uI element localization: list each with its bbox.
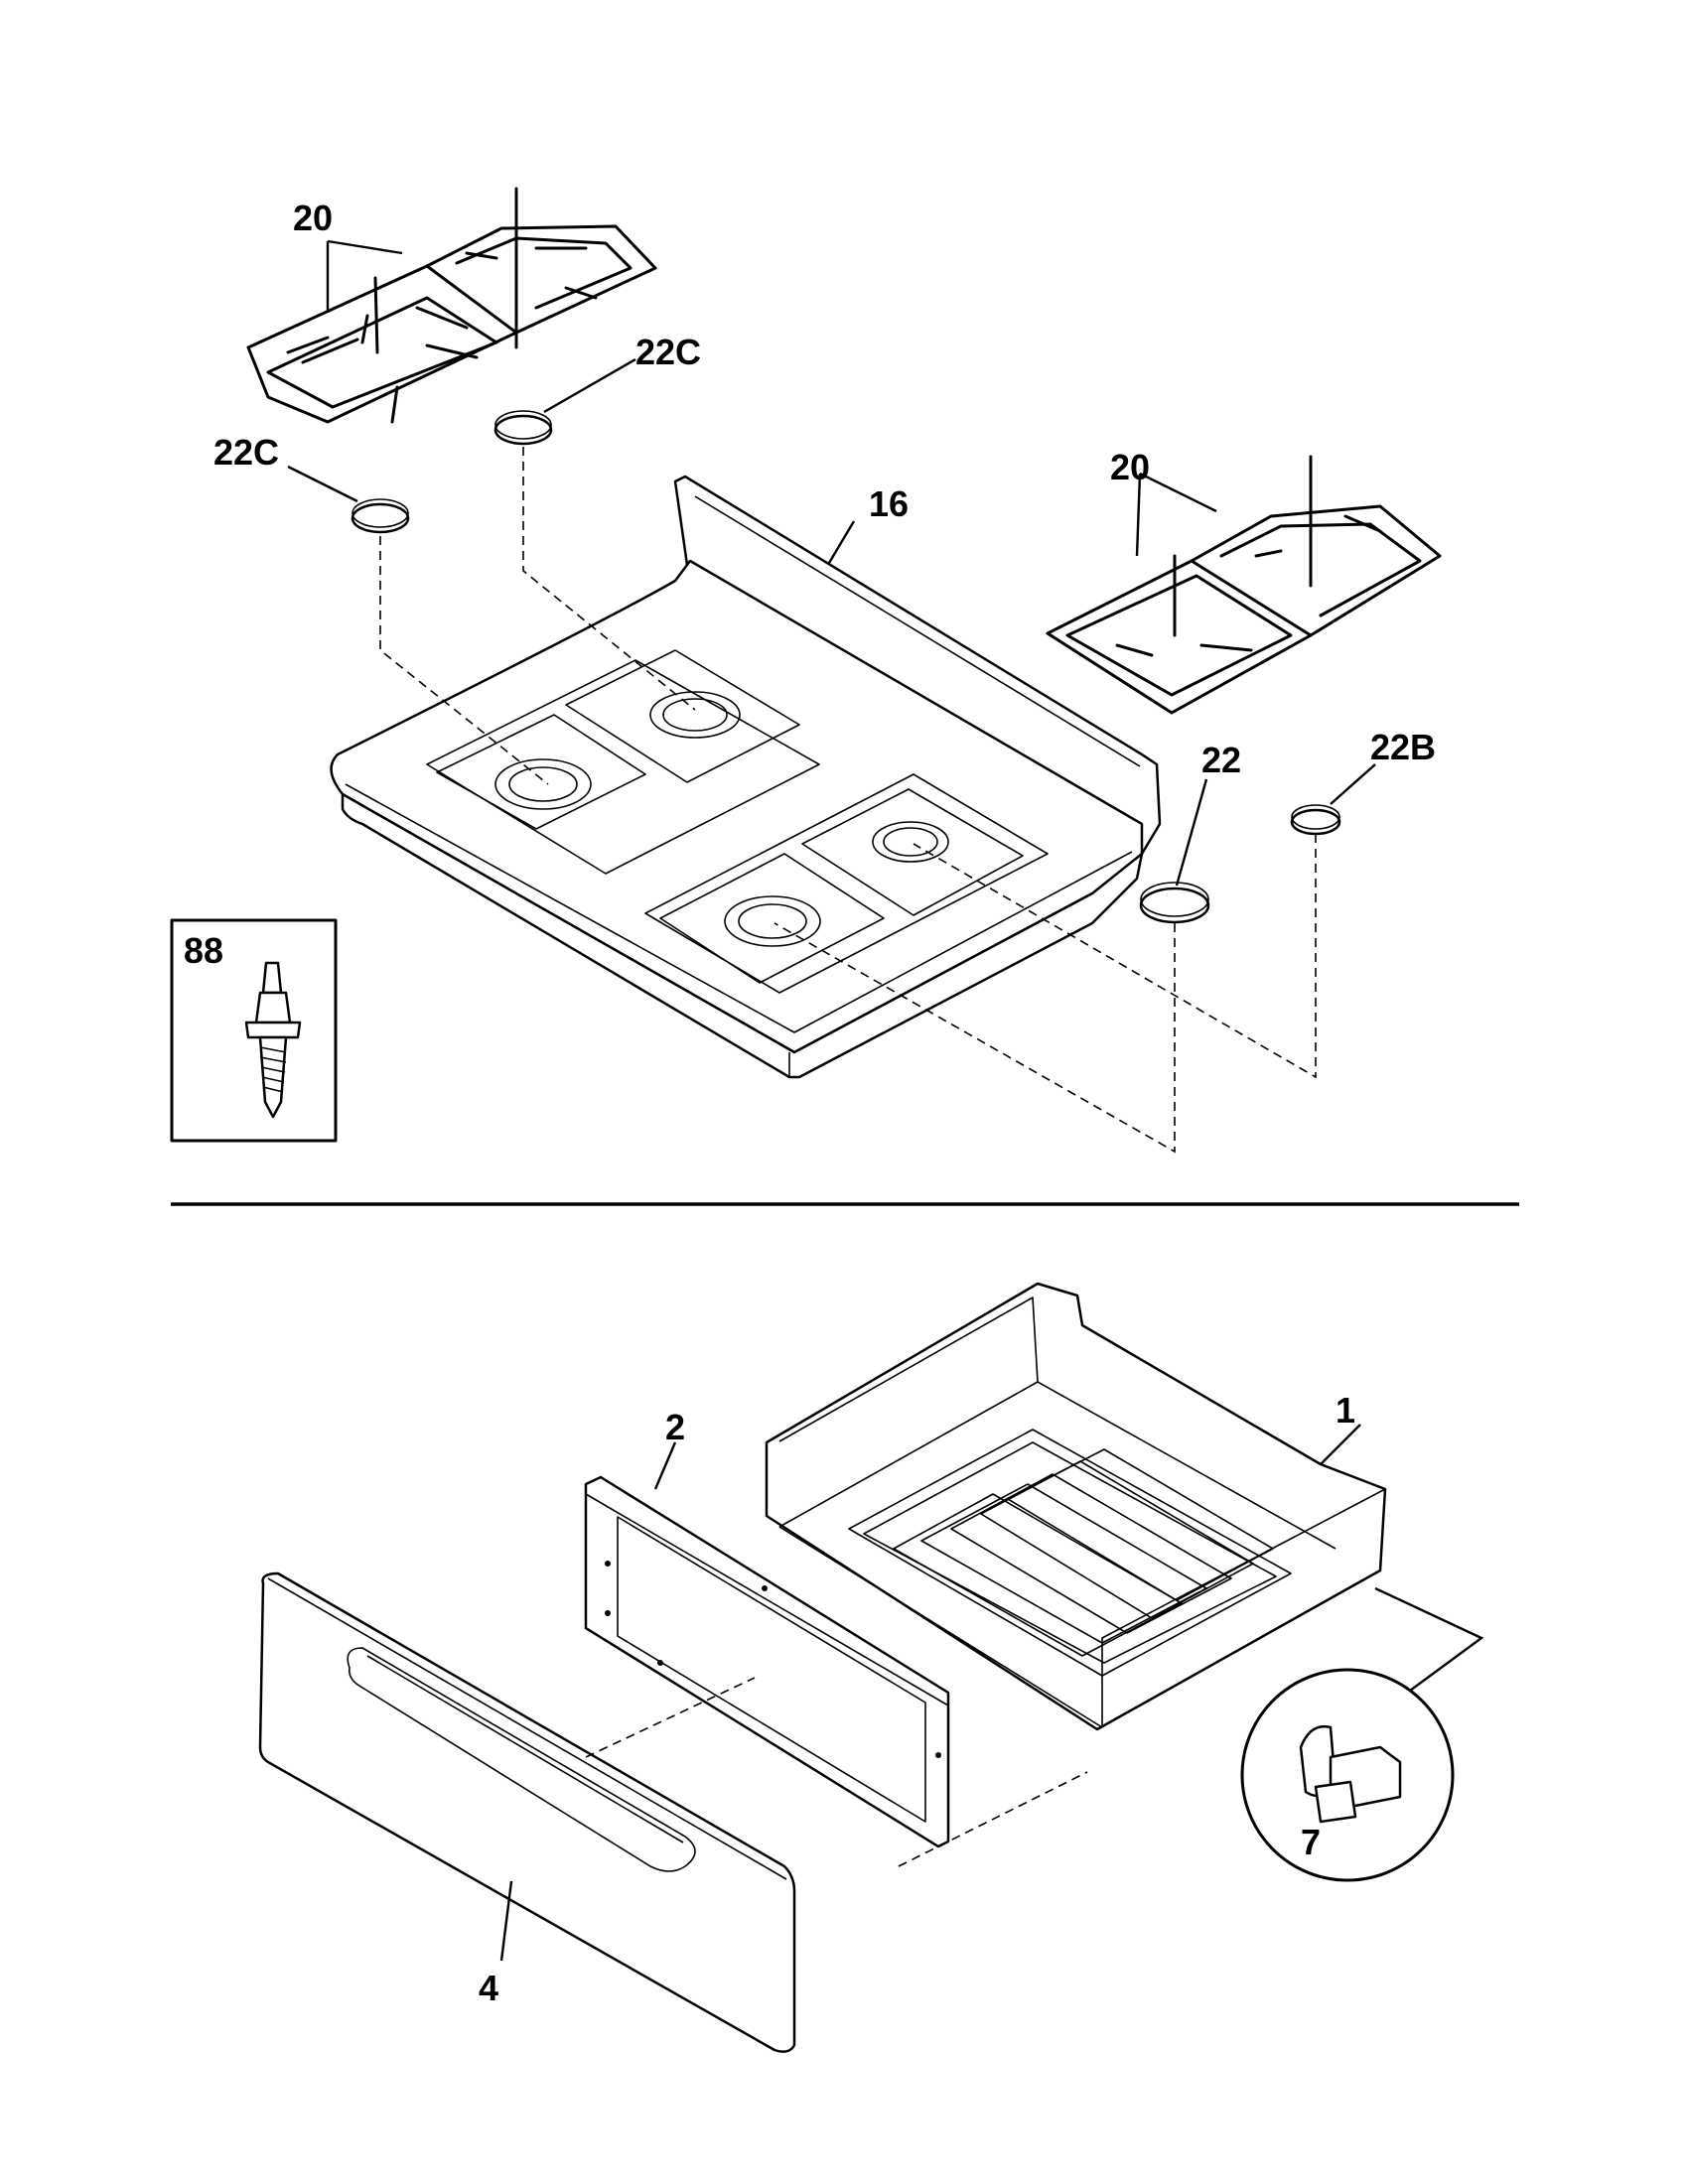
clip-inset bbox=[1240, 1586, 1484, 1882]
label-drawer-body: 1 bbox=[1336, 1390, 1355, 1431]
callout-labels: 20 22C 22C 16 20 22 22B 88 1 2 4 7 bbox=[184, 198, 1436, 2008]
label-cap-medium: 22B bbox=[1370, 727, 1436, 767]
label-cooktop: 16 bbox=[869, 483, 909, 524]
right-grates bbox=[1046, 455, 1442, 715]
burner-cap-22c-lower bbox=[351, 498, 410, 534]
drawer-body bbox=[765, 1282, 1387, 1731]
drawer-alignment-lines bbox=[585, 1677, 1088, 1867]
screw-inset bbox=[170, 918, 338, 1143]
alignment-lines bbox=[379, 447, 1317, 1154]
label-cap-large: 22 bbox=[1201, 740, 1241, 780]
label-screw: 88 bbox=[184, 930, 223, 971]
burner-cap-22 bbox=[1139, 882, 1210, 924]
drawer-frame bbox=[584, 1475, 950, 1848]
left-grates bbox=[246, 187, 657, 424]
label-cap-left-lower: 22C bbox=[213, 432, 279, 473]
leader-lines bbox=[287, 239, 1376, 1962]
drawer-front bbox=[258, 1571, 796, 2053]
burner-cap-22b bbox=[1290, 804, 1341, 836]
label-drawer-front: 4 bbox=[479, 1968, 498, 2008]
burner-cap-22c-upper bbox=[493, 410, 553, 446]
label-drawer-frame: 2 bbox=[665, 1407, 685, 1447]
label-grates-right: 20 bbox=[1110, 447, 1150, 487]
label-grates-left: 20 bbox=[293, 198, 333, 238]
cooktop bbox=[330, 475, 1162, 1079]
label-drawer-clip: 7 bbox=[1301, 1822, 1321, 1862]
label-cap-left-upper: 22C bbox=[635, 332, 701, 372]
